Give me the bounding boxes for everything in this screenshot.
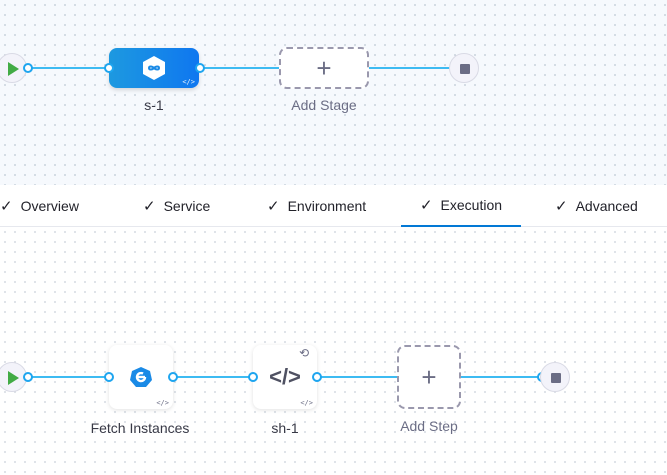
port — [23, 372, 33, 382]
execution-canvas[interactable]: </> Fetch Instances </> ⟲ </> sh-1 + Add… — [0, 227, 667, 475]
tab-label: Environment — [287, 198, 367, 214]
check-icon: ✓ — [0, 198, 13, 215]
code-icon: </> — [269, 364, 301, 389]
fetch-instances-icon — [129, 365, 153, 389]
port — [23, 63, 33, 73]
port — [104, 63, 114, 73]
check-icon: ✓ — [555, 198, 568, 215]
stage-node-s-1[interactable]: </> — [109, 48, 199, 88]
deploy-stage-icon — [141, 55, 167, 81]
tab-environment[interactable]: ✓ Environment — [267, 185, 366, 227]
pipeline-start-node[interactable] — [0, 53, 27, 83]
connector — [368, 67, 454, 69]
tab-label: Advanced — [575, 198, 638, 214]
port — [104, 372, 114, 382]
port — [168, 372, 178, 382]
add-stage-label: Add Stage — [291, 97, 357, 113]
check-icon: ✓ — [419, 197, 433, 214]
port — [195, 63, 205, 73]
stage-tabs: ✓ Overview ✓ Service ✓ Environment ✓ Executi… — [0, 185, 667, 227]
tab-execution[interactable]: ✓ Execution — [401, 185, 521, 227]
step-fetch-instances[interactable]: </> — [109, 345, 173, 409]
tab-service[interactable]: ✓ Service — [143, 185, 210, 227]
step-name: Fetch Instances — [90, 420, 190, 436]
pipeline-end-node — [449, 53, 479, 83]
connector — [174, 376, 254, 378]
step-sh-1[interactable]: </> ⟲ </> — [253, 345, 317, 409]
plus-icon: + — [316, 52, 332, 83]
connector — [318, 376, 398, 378]
stage-name: s-1 — [144, 97, 164, 113]
yaml-code-icon: </> — [300, 399, 313, 407]
yaml-code-icon: </> — [182, 78, 195, 86]
tab-overview[interactable]: ✓ Overview — [0, 185, 79, 227]
connector — [460, 376, 542, 378]
tab-label: Execution — [440, 197, 503, 213]
add-step-button[interactable]: + — [397, 345, 461, 409]
add-stage-button[interactable]: + — [279, 47, 369, 89]
plus-icon: + — [421, 361, 437, 392]
connector — [30, 376, 110, 378]
port — [312, 372, 322, 382]
connector — [30, 67, 110, 69]
pipeline-stage-canvas[interactable]: </> s-1 + Add Stage — [0, 0, 667, 185]
check-icon: ✓ — [267, 198, 280, 215]
yaml-code-icon: </> — [156, 399, 169, 407]
loop-icon: ⟲ — [298, 346, 309, 360]
tab-label: Service — [163, 198, 211, 214]
add-step-label: Add Step — [400, 418, 458, 434]
tab-label: Overview — [20, 198, 79, 214]
port — [248, 372, 258, 382]
step-name: sh-1 — [271, 420, 299, 436]
connector — [200, 67, 280, 69]
check-icon: ✓ — [143, 198, 156, 215]
tab-advanced[interactable]: ✓ Advanced — [555, 185, 638, 227]
execution-end-node — [540, 362, 570, 392]
